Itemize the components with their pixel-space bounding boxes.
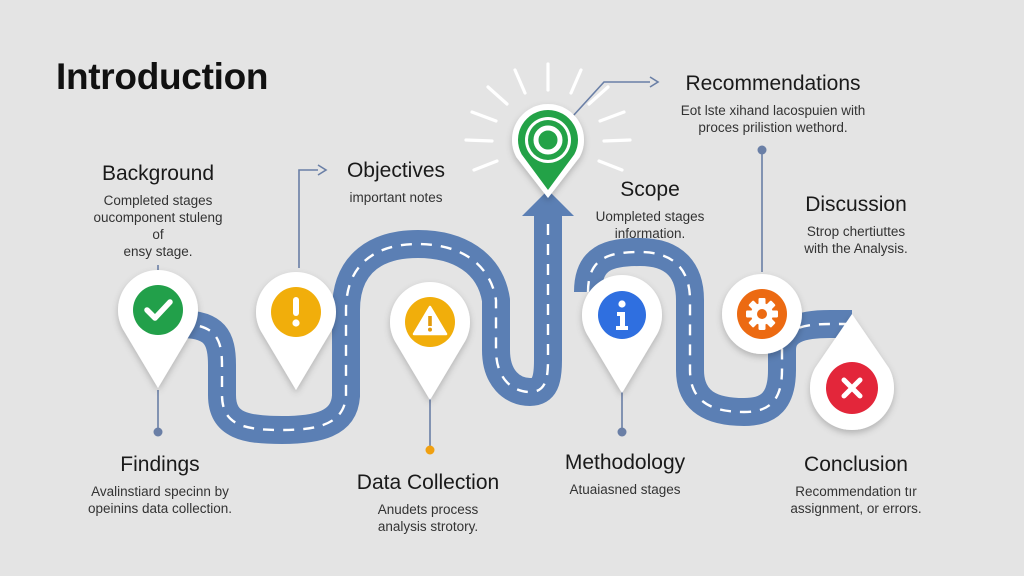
stage-objectives: Objectives important notes bbox=[326, 159, 466, 206]
stage-description: important notes bbox=[349, 190, 443, 205]
stage-findings: Findings Avalinstiard specinn by opeinin… bbox=[80, 453, 240, 517]
stage-heading: Scope bbox=[620, 178, 680, 201]
stage-description: Recommendation tır assignment, or errors… bbox=[790, 484, 922, 516]
connector-recommendations bbox=[561, 81, 650, 129]
stage-heading: Conclusion bbox=[804, 453, 908, 476]
marker-close bbox=[810, 314, 894, 430]
stage-data-collection: Data Collection Anudets process analysis… bbox=[340, 471, 516, 535]
stage-description: Completed stages oucomponent stuleng of … bbox=[93, 193, 223, 259]
info-icon bbox=[616, 300, 628, 330]
stage-heading: Recommendations bbox=[685, 72, 861, 95]
stage-description: Uompleted stages information. bbox=[595, 209, 705, 241]
stage-heading: Findings bbox=[120, 453, 200, 476]
road-arrowhead bbox=[522, 190, 574, 216]
connector-dot-discussion bbox=[757, 145, 767, 155]
stage-heading: Data Collection bbox=[356, 471, 500, 494]
page-title: Introduction bbox=[56, 56, 269, 97]
connector-dot-data-collection bbox=[425, 445, 435, 455]
marker-disc bbox=[133, 285, 183, 335]
glow-rays bbox=[464, 62, 632, 172]
markers bbox=[118, 103, 894, 430]
arrowhead-recommendations bbox=[649, 76, 660, 88]
stage-description: Atuaiasned stages bbox=[569, 482, 681, 497]
connector-dot-findings bbox=[153, 427, 163, 437]
arrowhead-objectives bbox=[317, 164, 328, 176]
connector-dot-methodology bbox=[617, 427, 627, 437]
marker-warning-triangle bbox=[390, 282, 470, 400]
stage-conclusion: Conclusion Recommendation tır assignment… bbox=[780, 453, 932, 517]
gear-icon bbox=[746, 298, 778, 330]
stage-description: Eot lste xihand lacospuien with proces p… bbox=[680, 103, 866, 135]
stage-methodology: Methodology Atuaiasned stages bbox=[550, 451, 700, 498]
stage-description: Strop chertiuttes with the Analysis. bbox=[804, 224, 908, 256]
checkmark-icon bbox=[144, 299, 173, 321]
marker-checkmark bbox=[118, 270, 198, 388]
connector-lines bbox=[157, 76, 763, 448]
exclamation-icon bbox=[292, 297, 300, 327]
close-icon bbox=[841, 377, 863, 399]
marker-gear bbox=[722, 274, 802, 354]
stage-discussion: Discussion Strop chertiuttes with the An… bbox=[786, 193, 926, 257]
stage-description: Avalinstiard specinn by opeinins data co… bbox=[87, 484, 233, 516]
warning-triangle-icon bbox=[412, 305, 448, 336]
stage-heading: Background bbox=[101, 162, 215, 185]
target-pin-icon bbox=[533, 125, 563, 155]
stage-heading: Discussion bbox=[805, 193, 907, 216]
marker-exclamation bbox=[256, 272, 336, 390]
stage-heading: Methodology bbox=[564, 451, 686, 474]
connector-objectives bbox=[298, 169, 318, 268]
stage-recommendations: Recommendations Eot lste xihand lacospui… bbox=[662, 72, 884, 136]
marker-info bbox=[582, 275, 662, 393]
stage-background: Background Completed stages oucomponent … bbox=[88, 162, 228, 260]
stage-description: Anudets process analysis strotory. bbox=[377, 502, 479, 534]
stage-heading: Objectives bbox=[346, 159, 446, 182]
marker-target-pin bbox=[512, 103, 584, 198]
stage-scope: Scope Uompleted stages information. bbox=[590, 178, 710, 242]
